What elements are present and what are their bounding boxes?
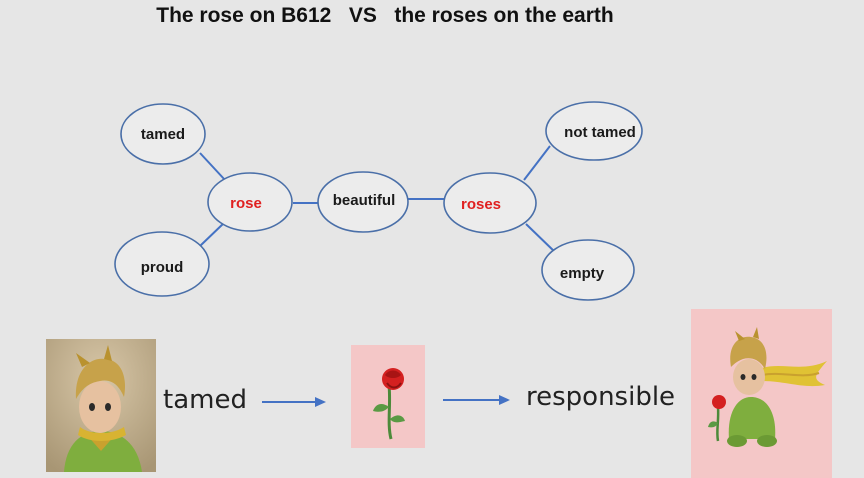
edge-roses-nottamed <box>523 145 551 181</box>
arrow-head-1 <box>315 397 326 407</box>
node-not-tamed <box>545 101 643 161</box>
node-roses <box>443 172 537 234</box>
flow-word-responsible: responsible <box>526 382 676 412</box>
prince-with-rose-image <box>691 309 832 478</box>
node-rose <box>207 172 293 232</box>
node-beautiful-label: beautiful <box>333 192 396 209</box>
prince-portrait-image <box>46 339 156 472</box>
node-empty <box>541 239 635 301</box>
node-beautiful <box>317 171 409 233</box>
node-proud-label: proud <box>141 259 184 276</box>
node-not-tamed-label: not tamed <box>564 124 636 141</box>
node-tamed <box>120 103 206 165</box>
flow-word-tamed: tamed <box>163 385 247 415</box>
rose-image <box>351 345 425 448</box>
node-roses-label: roses <box>461 196 501 213</box>
node-empty-label: empty <box>560 265 605 282</box>
edge-roses-empty <box>525 223 558 255</box>
node-proud <box>114 231 210 297</box>
slide-title: The rose on B612 VS the roses on the ear… <box>156 4 614 27</box>
edge-proud-rose <box>199 221 226 247</box>
node-tamed-label: tamed <box>141 126 185 143</box>
edge-tamed-rose <box>199 152 226 181</box>
node-rose-label: rose <box>230 195 262 212</box>
arrow-head-2 <box>499 395 510 405</box>
